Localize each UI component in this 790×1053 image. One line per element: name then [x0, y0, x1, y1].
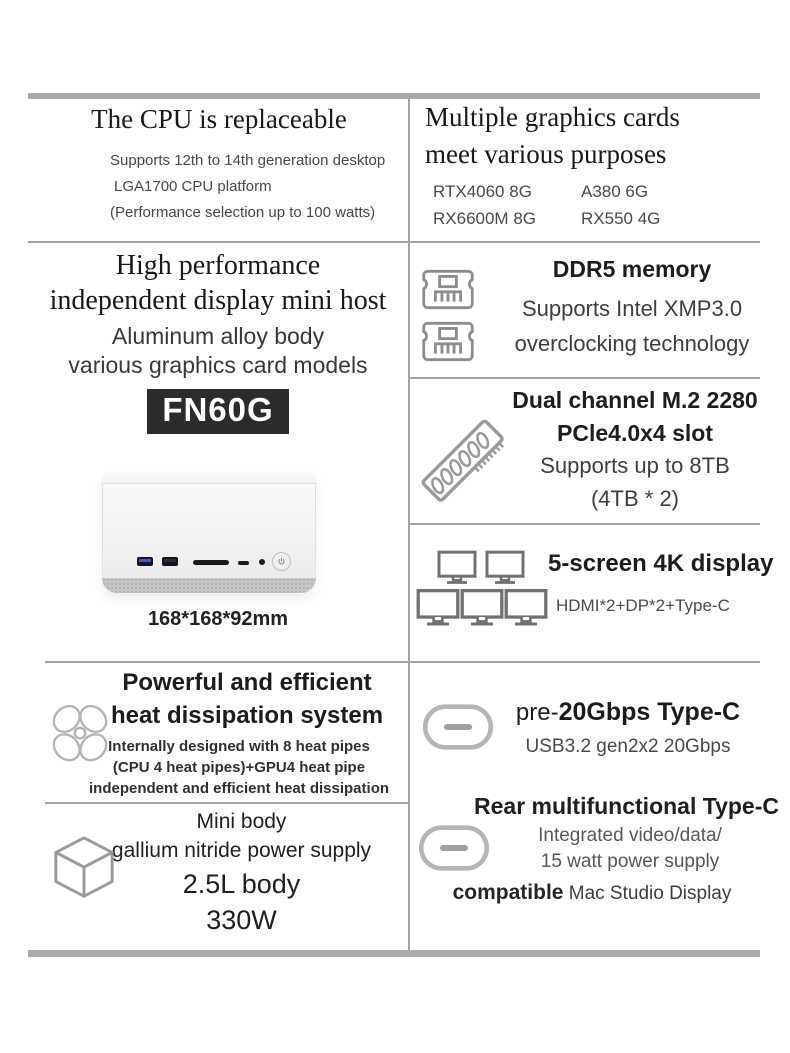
ssd-icon [421, 419, 505, 502]
model-badge: FN60G [147, 388, 289, 434]
top-accent-bar [28, 93, 760, 99]
memory-line: Supports Intel XMP3.0 [521, 296, 743, 321]
memory-line: overclocking technology [514, 330, 750, 356]
gpu-model: RX550 4G [581, 208, 661, 228]
display-sub: HDMI*2+DP*2+Type-C [556, 596, 730, 615]
host-title-line: independent display mini host [49, 285, 387, 317]
memory-text: DDR5 memory Supports Intel XMP3.0 overcl… [494, 256, 770, 365]
ram-icon [422, 321, 474, 362]
monitor-icon [416, 588, 460, 626]
typec-rear-description: Integrated video/data/ 15 watt power sup… [510, 823, 750, 874]
cooling-description: Internally designed with 8 heat pipes (C… [30, 737, 408, 799]
storage-section: Dual channel M.2 2280 PCle4.0x4 slot Sup… [414, 384, 770, 515]
body-line: Mini body [196, 810, 287, 833]
cpu-desc-line: Supports 12th to 14th generation desktop [110, 152, 386, 169]
storage-line: (4TB * 2) [590, 486, 680, 512]
audio-jack-hole [259, 558, 265, 565]
cpu-desc-line: LGA1700 CPU platform [114, 177, 272, 195]
monitor-icon [460, 588, 504, 626]
gpu-model-list: RTX4060 8G A380 6G RX6600M 8G RX550 4G [425, 182, 770, 229]
storage-line: Supports up to 8TB [540, 453, 730, 479]
body-volume: 2.5L body [182, 868, 301, 899]
device-base [102, 577, 316, 593]
power-button [272, 551, 291, 571]
cooling-desc-line: (CPU 4 heat pipes)+GPU4 heat pipe [112, 758, 366, 776]
body-wattage: 330W [206, 905, 277, 936]
cooling-desc-line: independent and efficient heat dissipati… [88, 779, 390, 797]
display-title: 5-screen 4K display [548, 550, 774, 577]
typec-front-bold: 20Gbps Type-C [558, 698, 741, 726]
monitor-icon [504, 588, 548, 626]
compatibility-bold: compatible [452, 881, 564, 905]
cube-icon [54, 836, 114, 898]
monitor-icons [414, 550, 554, 642]
gpu-title: Multiple graphics cards meet various pur… [425, 99, 770, 173]
cooling-title-line: heat dissipation system [110, 702, 384, 730]
host-title: High performance independent display min… [28, 248, 408, 319]
cpu-title: The CPU is replaceable [91, 104, 347, 134]
cpu-section: The CPU is replaceable Supports 12th to … [30, 104, 408, 225]
cooling-section: Powerful and efficient heat dissipation … [30, 666, 408, 799]
gpu-section: Multiple graphics cards meet various pur… [425, 99, 770, 229]
body-line: gallium nitride power supply [111, 838, 372, 862]
typec-front-section: pre-20Gbps Type-C USB3.2 gen2x2 20Gbps [414, 688, 770, 758]
usb-c-port [238, 560, 249, 565]
gpu-model: RX6600M 8G [433, 208, 536, 228]
host-subtitle-line: Aluminum alloy body [111, 322, 325, 349]
card-reader-slot [193, 559, 229, 565]
host-subtitle: Aluminum alloy body various graphics car… [28, 322, 408, 380]
usb-a-port [162, 556, 178, 566]
usb-a-port [137, 556, 153, 566]
row-divider [45, 802, 408, 804]
memory-section: DDR5 memory Supports Intel XMP3.0 overcl… [420, 256, 770, 365]
gpu-model: RTX4060 8G [433, 181, 532, 201]
fan-icon [52, 704, 108, 762]
host-subtitle-line: various graphics card models [68, 351, 368, 378]
typec-rear-section: Rear multifunctional Type-C Integrated v… [414, 793, 779, 905]
host-section: High performance independent display min… [28, 248, 408, 631]
model-badge-row: FN60G [28, 380, 408, 434]
compatibility-line: compatible Mac Studio Display [414, 881, 770, 905]
gpu-title-line: meet various purposes [425, 138, 667, 169]
compatibility-rest: Mac Studio Display [563, 883, 732, 905]
gpu-model: A380 6G [581, 181, 649, 201]
cooling-title-line: Powerful and efficient [122, 669, 372, 696]
typec-rear-line: 15 watt power supply [540, 850, 720, 872]
memory-title: DDR5 memory [552, 256, 712, 282]
cooling-desc-line: Internally designed with 8 heat pipes [108, 738, 370, 756]
bottom-accent-bar [28, 950, 760, 957]
typec-front-title: pre-20Gbps Type-C [502, 698, 754, 727]
body-section: Mini body gallium nitride power supply 2… [30, 808, 408, 939]
cpu-description: Supports 12th to 14th generation desktop… [30, 148, 408, 225]
row-divider [410, 377, 760, 379]
typec-front-sub: USB3.2 gen2x2 20Gbps [525, 736, 731, 757]
device-lid [102, 470, 316, 484]
row-divider [410, 523, 760, 525]
row-divider [45, 661, 760, 663]
ram-icon [422, 269, 474, 310]
typec-rear-line: Integrated video/data/ [538, 825, 722, 846]
cpu-desc-line: (Performance selection up to 100 watts) [110, 203, 376, 221]
mini-pc-image [102, 470, 316, 593]
row-divider [28, 241, 760, 243]
ram-icons [420, 256, 494, 365]
power-icon [278, 557, 285, 565]
monitor-icon [437, 550, 477, 584]
monitor-icon [485, 550, 525, 584]
usb-c-icon [422, 704, 494, 750]
gpu-title-line: Multiple graphics cards [425, 102, 680, 132]
cooling-title: Powerful and efficient heat dissipation … [30, 666, 408, 732]
column-divider [408, 99, 410, 950]
typec-rear-title: Rear multifunctional Type-C [474, 793, 779, 819]
typec-front-prefix: pre- [515, 699, 559, 726]
host-title-line: High performance [115, 250, 321, 281]
storage-text: Dual channel M.2 2280 PCle4.0x4 slot Sup… [500, 384, 770, 515]
storage-title-line: PCle4.0x4 slot [557, 419, 713, 446]
dimensions-label: 168*168*92mm [147, 607, 289, 630]
usb-c-icon [418, 825, 490, 871]
display-section: 5-screen 4K display HDMI*2+DP*2+Type-C [414, 540, 774, 652]
storage-title-line: Dual channel M.2 2280 [512, 387, 758, 413]
